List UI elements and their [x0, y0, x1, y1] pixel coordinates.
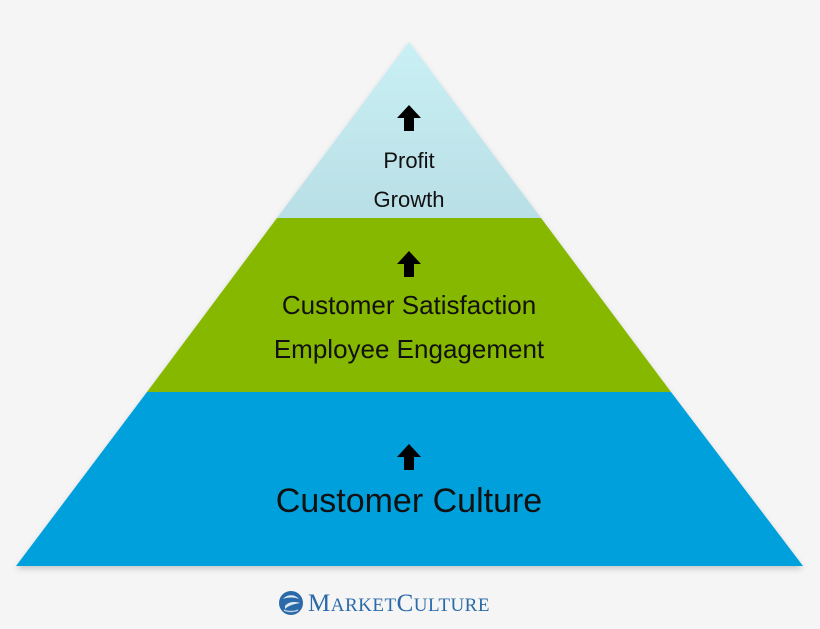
marketculture-logo: MARKETCULTURE: [278, 587, 490, 619]
tier-middle-line-2: Employee Engagement: [274, 334, 545, 364]
tier-top-line-2: Growth: [374, 187, 445, 212]
pyramid-tier-bottom: [16, 392, 803, 566]
up-arrow-icon: [397, 105, 421, 131]
logo-wordmark: MARKETCULTURE: [308, 589, 490, 617]
up-arrow-icon: [397, 444, 421, 470]
pyramid-tier-middle: [147, 218, 671, 392]
tier-bottom-line-1: Customer Culture: [276, 482, 542, 520]
tier-middle-line-1: Customer Satisfaction: [282, 290, 536, 320]
tier-top-line-1: Profit: [383, 148, 434, 173]
globe-icon: [279, 591, 303, 615]
up-arrow-icon: [397, 251, 421, 277]
pyramid: [16, 42, 803, 566]
